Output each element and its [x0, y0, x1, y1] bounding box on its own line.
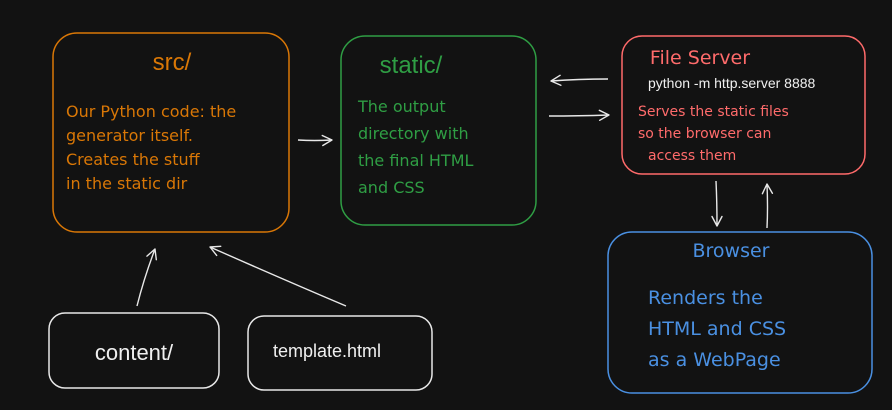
- file-server-command: python -m http.server 8888: [648, 75, 816, 91]
- arrow-server-to-static: [550, 74, 609, 86]
- browser-description-line-2: HTML and CSS: [648, 318, 786, 340]
- arrow-browser-to-server: [761, 183, 774, 229]
- static-title: static/: [380, 52, 443, 79]
- src-description-line-1: Our Python code: the: [66, 102, 236, 121]
- static-description-line-4: and CSS: [358, 178, 425, 197]
- file-server-title: File Server: [650, 47, 750, 69]
- arrow-static-to-server: [548, 109, 610, 122]
- file-server-node[interactable]: File Server python -m http.server 8888 S…: [621, 35, 866, 175]
- src-description-line-3: Creates the stuff: [66, 150, 201, 169]
- static-box: [340, 35, 537, 226]
- arrow-src-to-static: [297, 134, 333, 147]
- arrow-template-to-src: [209, 245, 347, 307]
- arrow-server-to-browser: [711, 180, 723, 227]
- browser-node[interactable]: Browser Renders the HTML and CSS as a We…: [607, 231, 873, 394]
- static-description-line-1: The output: [357, 97, 446, 116]
- static-description-line-3: the final HTML: [358, 151, 474, 170]
- file-server-box: [621, 35, 866, 175]
- browser-box: [607, 231, 873, 394]
- template-box: [247, 315, 433, 391]
- file-server-description-line-2: so the browser can: [638, 126, 771, 142]
- content-node[interactable]: content/: [48, 312, 220, 389]
- src-description-line-2: generator itself.: [66, 126, 193, 145]
- static-description-line-2: directory with: [358, 124, 469, 143]
- file-server-description-line-1: Serves the static files: [638, 104, 789, 120]
- content-box: [48, 312, 220, 389]
- browser-description-line-3: as a WebPage: [648, 349, 781, 371]
- src-node[interactable]: src/ Our Python code: the generator itse…: [52, 32, 290, 233]
- browser-description-line-1: Renders the: [648, 287, 763, 309]
- file-server-description-line-3: access them: [648, 148, 736, 164]
- arrow-content-to-src: [136, 248, 158, 307]
- src-box: [52, 32, 290, 233]
- static-node[interactable]: static/ The output directory with the fi…: [340, 35, 537, 226]
- template-title: template.html: [273, 341, 381, 361]
- src-description-line-4: in the static dir: [66, 174, 188, 193]
- template-node[interactable]: template.html: [247, 315, 433, 391]
- browser-title: Browser: [693, 240, 770, 262]
- content-title: content/: [95, 340, 174, 365]
- src-title: src/: [153, 49, 192, 76]
